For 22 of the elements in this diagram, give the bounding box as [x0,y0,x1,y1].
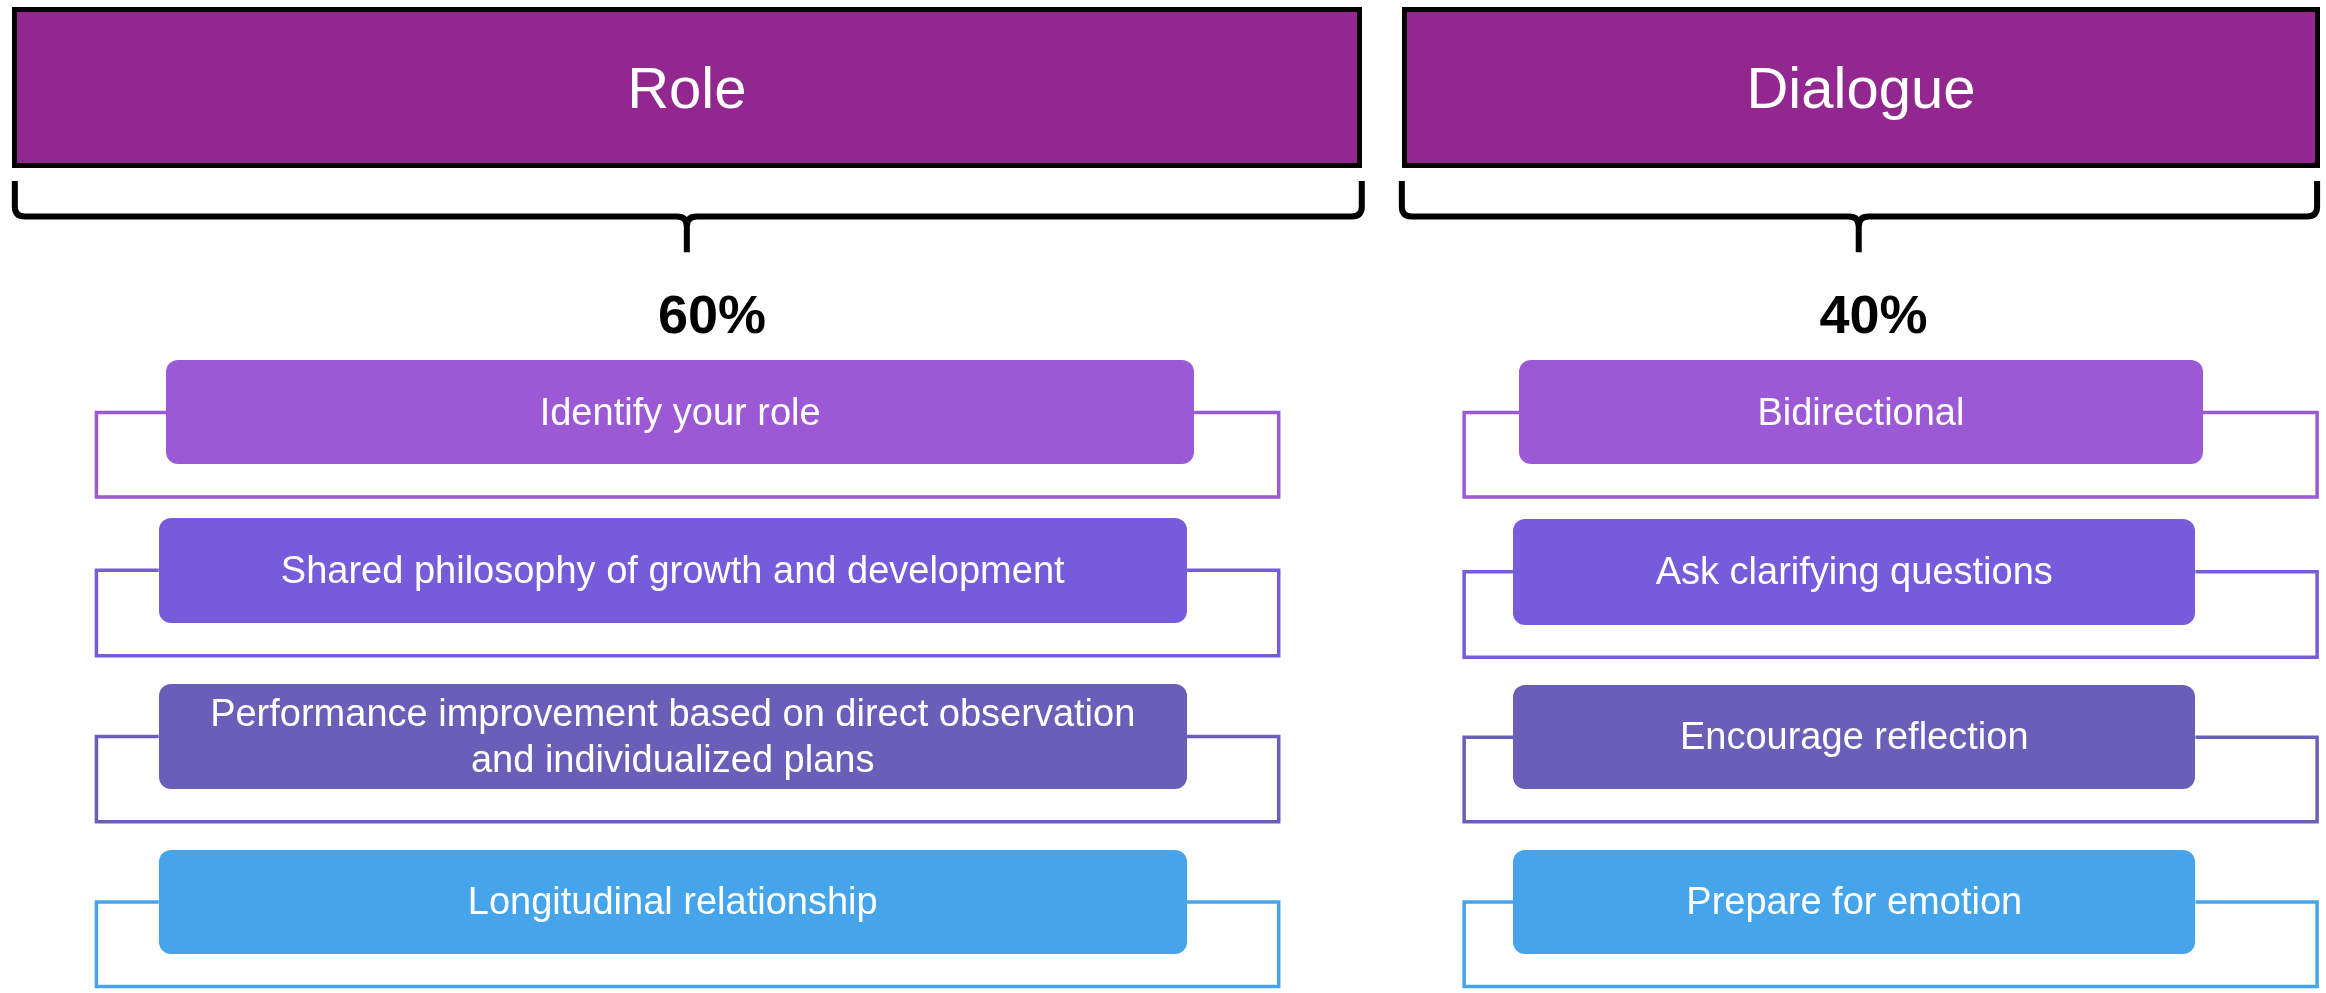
item-text: Ask clarifying questions [1655,549,2053,595]
item-box [1513,685,2196,790]
item-box [158,850,1187,954]
header-box [1401,7,2321,168]
item-text: Prepare for emotion [1686,879,2023,925]
item-text: Performance improvement based on direct observation and individualized plans [209,690,1137,782]
item-text: Bidirectional [1757,389,1965,435]
header-text: Role [627,53,747,122]
item-box [158,683,1187,790]
item-text: Identify your role [539,389,821,435]
item-box [166,360,1195,465]
item-text: Encourage reflection [1679,714,2029,760]
percentage-label: 60% [657,283,768,347]
item-box [158,517,1187,623]
header-text: Dialogue [1746,53,1976,122]
item-text: Longitudinal relationship [467,879,878,925]
percentage-label: 40% [1818,283,1929,347]
item-box [1513,850,2196,954]
item-box [1519,360,2203,465]
item-box [1513,519,2196,625]
header-box [11,7,1362,168]
item-text: Shared philosophy of growth and development [280,547,1065,593]
